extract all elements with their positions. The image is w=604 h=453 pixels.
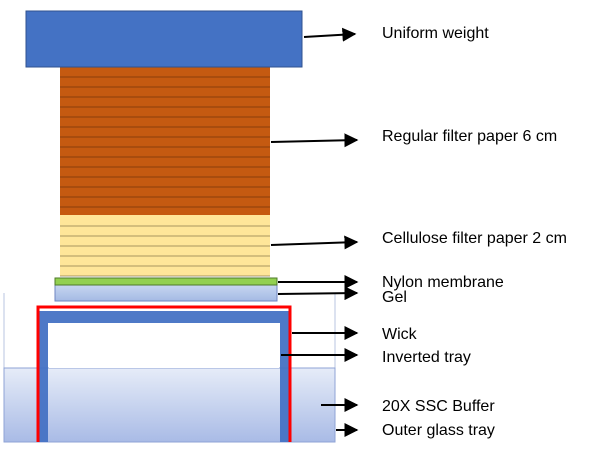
label-wick: Wick <box>382 326 417 343</box>
wick <box>36 305 292 442</box>
label-inverted-tray: Inverted tray <box>382 349 471 366</box>
label-cellulose-filter-paper: Cellulose filter paper 2 cm <box>382 230 567 247</box>
arrow-uniform-weight <box>303 27 357 42</box>
label-gel: Gel <box>382 289 407 306</box>
label-ssc-buffer: 20X SSC Buffer <box>382 398 495 415</box>
nylon-membrane-layer <box>54 277 278 286</box>
label-outer-glass-tray: Outer glass tray <box>382 422 495 439</box>
arrow-cellulose-filter-paper <box>270 235 359 250</box>
label-nylon-membrane: Nylon membrane <box>382 274 504 291</box>
uniform-weight-block <box>25 10 303 68</box>
arrow-gel <box>277 286 359 301</box>
arrow-regular-filter-paper <box>270 133 359 148</box>
label-regular-filter-paper: Regular filter paper 6 cm <box>382 128 558 145</box>
label-uniform-weight: Uniform weight <box>382 25 489 42</box>
gel-layer <box>54 284 278 302</box>
cellulose-filter-paper-stack <box>60 215 270 277</box>
regular-filter-paper-stack <box>60 67 270 215</box>
ssc-buffer-tray <box>3 367 336 443</box>
inverted-tray-inner <box>49 323 279 368</box>
